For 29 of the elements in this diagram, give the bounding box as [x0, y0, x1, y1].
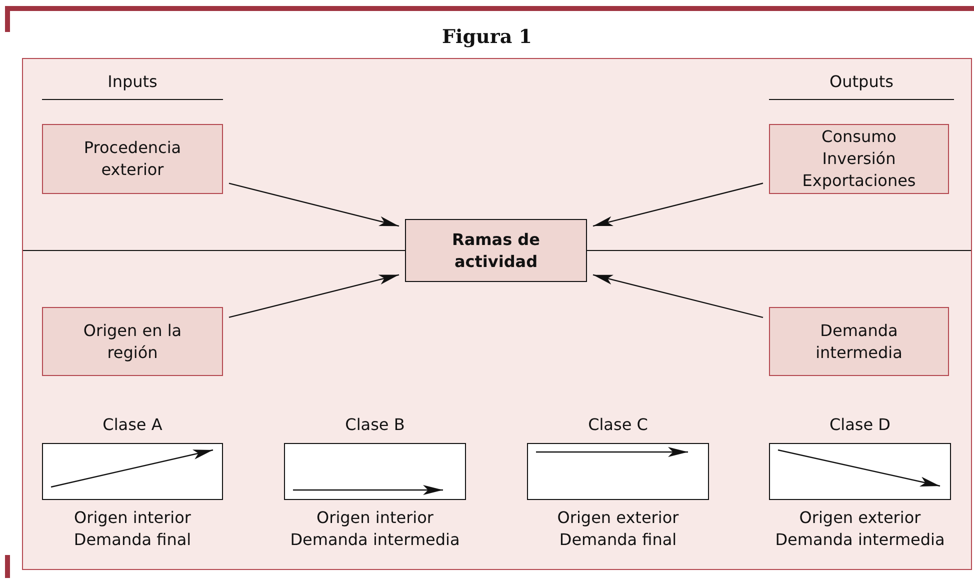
arrow	[228, 182, 400, 227]
class-description: Origen interior	[73, 508, 192, 527]
column-heading: Outputs	[828, 72, 894, 91]
activity-box	[405, 219, 587, 282]
box-text: Procedencia exterior	[82, 137, 182, 181]
class-description: Origen exterior	[798, 508, 922, 527]
box-text: Origen en la región	[82, 320, 183, 364]
flow-box	[42, 307, 223, 376]
class-description: Origen interior	[316, 508, 434, 527]
arrow	[592, 182, 764, 227]
box-text: Demanda intermedia	[814, 320, 904, 364]
flow-box	[769, 307, 949, 376]
flow-box	[42, 124, 223, 194]
class-heading: Clase B	[344, 415, 406, 434]
class-heading: Clase C	[587, 415, 649, 434]
flow-box	[769, 124, 949, 194]
arrow	[228, 274, 400, 318]
class-description: Demanda final	[558, 530, 678, 549]
class-description: Demanda final	[72, 530, 192, 549]
class-heading: Clase A	[102, 415, 164, 434]
class-description: Demanda intermedia	[289, 530, 461, 549]
class-heading: Clase D	[828, 415, 892, 434]
figure-title: Figura 1	[441, 26, 533, 48]
arrow	[592, 274, 764, 318]
box-text: Consumo Inversión Exportaciones	[801, 126, 917, 192]
column-heading: Inputs	[106, 72, 158, 91]
class-description: Origen exterior	[556, 508, 680, 527]
class-description: Demanda intermedia	[774, 530, 946, 549]
box-text: Ramas de actividad	[451, 228, 541, 272]
